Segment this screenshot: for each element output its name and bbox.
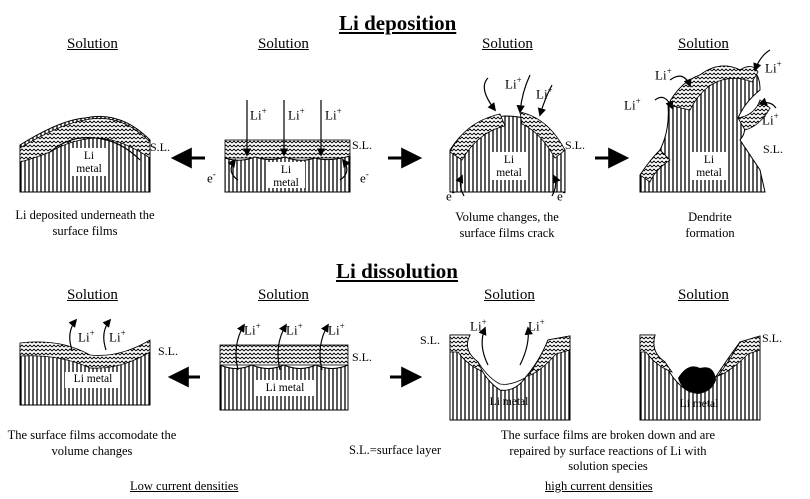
li-ion-label: Li+ <box>528 317 545 334</box>
dep-caption-3: Volume changes, the surface films crack <box>455 210 559 240</box>
electron-label: e- <box>557 187 566 204</box>
solution-label: Solution <box>67 36 118 52</box>
solution-label: Solution <box>484 287 535 303</box>
li-ion-label: Li+ <box>655 66 672 83</box>
surface-layer-label: S.L. <box>352 138 373 152</box>
li-metal-label: Li metal <box>679 398 719 410</box>
solution-label: Solution <box>258 36 309 52</box>
surface-layer-label: S.L. <box>420 333 441 347</box>
li-ion-label: Li+ <box>765 59 782 76</box>
dep-panel-3-graphic <box>449 74 566 197</box>
dissolution-title: Li dissolution <box>336 259 458 283</box>
footer-high-current: high current densities <box>545 479 653 493</box>
surface-layer-label: S.L. <box>565 138 586 152</box>
dis-caption-2: S.L.=surface layer <box>348 443 442 457</box>
electron-label: e- <box>446 187 455 204</box>
dep-caption-1: Li deposited underneath the surface film… <box>15 208 155 238</box>
dis-caption-1: The surface films accomodate the volume … <box>7 428 177 458</box>
li-ion-label: Li+ <box>470 317 487 334</box>
surface-layer-label: S.L. <box>352 350 373 364</box>
li-ion-label: Li+ <box>536 85 553 102</box>
electron-label: e- <box>207 169 216 186</box>
dis-caption-3: The surface films are broken down and ar… <box>500 428 716 474</box>
li-ion-label: Li+ <box>250 106 267 123</box>
li-ion-label: Li+ <box>624 96 641 113</box>
li-ion-label: Li+ <box>505 75 522 92</box>
li-metal-label: Li metal <box>489 396 529 408</box>
solution-label: Solution <box>67 287 118 303</box>
li-ion-label: Li+ <box>288 106 305 123</box>
deposition-title: Li deposition <box>339 11 457 35</box>
li-ion-label: Li+ <box>109 328 126 345</box>
dep-caption-4: Dendrite formation <box>685 210 735 240</box>
li-metal-label: Li metal <box>265 382 305 394</box>
solution-label: Solution <box>258 287 309 303</box>
li-ion-label: Li+ <box>762 111 779 128</box>
li-ion-label: Li+ <box>78 328 95 345</box>
li-ion-label: Li+ <box>328 321 345 338</box>
surface-layer-label: S.L. <box>762 331 783 345</box>
li-metal-label: Li metal <box>73 373 113 385</box>
surface-layer-label: S.L. <box>150 140 171 154</box>
solution-label: Solution <box>678 36 729 52</box>
dis-panel-4-graphic <box>639 334 761 421</box>
footer-low-current: Low current densities <box>130 479 239 493</box>
solution-label: Solution <box>678 287 729 303</box>
dep-panel-2-graphic <box>224 100 351 193</box>
surface-layer-label: S.L. <box>158 344 179 358</box>
dep-panel-4-graphic <box>639 49 777 193</box>
dis-panel-2-graphic <box>219 323 349 411</box>
li-ion-label: Li+ <box>244 321 261 338</box>
electron-label: e- <box>360 169 369 186</box>
li-ion-label: Li+ <box>325 106 342 123</box>
surface-layer-label: S.L. <box>763 142 784 156</box>
dis-panel-3-graphic <box>449 326 571 421</box>
dep-panel-1-graphic <box>19 115 151 193</box>
li-ion-label: Li+ <box>286 321 303 338</box>
dis-panel-1-graphic <box>19 318 151 406</box>
solution-label: Solution <box>482 36 533 52</box>
